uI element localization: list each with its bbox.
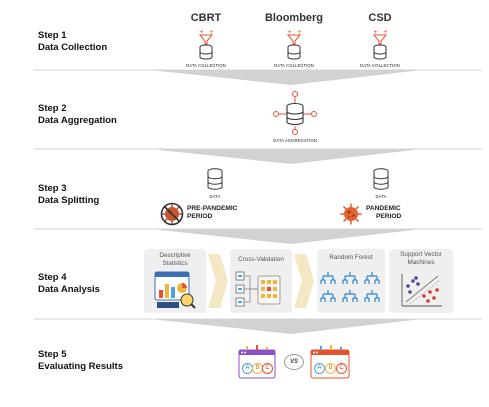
svg-text:+: + xyxy=(199,29,204,36)
method-crossval-line1: Cross-Validation xyxy=(238,256,284,263)
flow-arrow-3 xyxy=(150,229,422,244)
left-letter-c: C xyxy=(262,363,273,374)
virus-icon xyxy=(340,203,362,225)
funnel-database-icon: + + xyxy=(286,29,302,60)
database-icon xyxy=(373,168,389,190)
chevron-2 xyxy=(294,254,314,308)
statistics-chart-icon xyxy=(154,271,196,309)
svg-text:+: + xyxy=(297,29,302,36)
step-3-label: Step 3 xyxy=(38,183,67,194)
method-descriptive-label: Descriptive Statistics xyxy=(144,252,206,267)
aggregation-caption: DATA AGGREGATION xyxy=(273,138,317,143)
step-1-label: Step 1 xyxy=(38,30,67,41)
split-left-caption: DATA xyxy=(209,194,221,199)
versus-label: VS xyxy=(289,359,298,365)
method-rf-line1: Random Forest xyxy=(329,254,373,261)
step-1-title: Data Collection xyxy=(38,42,108,53)
funnel-database-icon: + + xyxy=(198,29,214,60)
svg-text:+: + xyxy=(373,29,378,36)
result-right-window: A B C xyxy=(310,345,350,381)
source-csd-name: CSD xyxy=(368,12,392,24)
pre-pandemic-line1: PRE-PANDEMIC xyxy=(187,205,238,212)
step-2-label: Step 2 xyxy=(38,103,67,114)
pandemic-label: PANDEMIC PERIOD xyxy=(366,205,401,221)
funnel-database-icon: + + xyxy=(372,29,388,60)
step-5-label: Step 5 xyxy=(38,349,67,360)
method-svm-line2: Machines xyxy=(407,258,435,266)
versus-badge: VS xyxy=(284,354,304,370)
virus-crossed-icon xyxy=(160,202,184,226)
pre-pandemic-label: PRE-PANDEMIC PERIOD xyxy=(187,205,237,221)
source-bloomberg-name: Bloomberg xyxy=(264,12,324,24)
card-random-forest xyxy=(317,249,385,313)
method-crossval-label: Cross-Validation xyxy=(226,256,296,264)
pandemic-line2: PERIOD xyxy=(376,213,402,220)
step-1-heading: Step 1 Data Collection xyxy=(38,30,107,54)
cross-validation-icon xyxy=(235,271,281,307)
decision-tree-icon xyxy=(320,272,380,302)
aggregation-database-icon xyxy=(273,91,317,135)
step-2-title: Data Aggregation xyxy=(38,115,117,126)
step-3-heading: Step 3 Data Splitting xyxy=(38,183,99,207)
svg-text:+: + xyxy=(383,29,388,36)
database-icon xyxy=(207,168,223,190)
step-4-label: Step 4 xyxy=(38,272,67,283)
step-5-title: Evaluating Results xyxy=(38,361,123,372)
right-letter-b: B xyxy=(325,363,336,374)
card-svm xyxy=(389,249,453,313)
step-4-heading: Step 4 Data Analysis xyxy=(38,272,100,296)
method-svm-line1: Support Vector xyxy=(400,251,442,258)
flow-arrow-4 xyxy=(150,319,422,334)
step-5-heading: Step 5 Evaluating Results xyxy=(38,349,123,373)
svg-text:+: + xyxy=(209,29,214,36)
method-descriptive-line2: Statistics xyxy=(162,259,188,267)
method-rf-label: Random Forest xyxy=(317,254,385,262)
source-csd-caption: DATA COLLECTION xyxy=(360,63,400,68)
step-3-title: Data Splitting xyxy=(38,195,100,206)
chevron-1 xyxy=(208,254,228,308)
method-descriptive-line1: Descriptive xyxy=(159,252,191,259)
pre-pandemic-line2: PERIOD xyxy=(187,213,213,220)
result-left-window: A B C xyxy=(238,345,276,381)
pandemic-line1: PANDEMIC xyxy=(366,205,401,212)
right-letter-c: C xyxy=(336,363,347,374)
source-cbrt-name: CBRT xyxy=(190,12,222,24)
step-4-title: Data Analysis xyxy=(38,284,100,295)
svg-text:+: + xyxy=(287,29,292,36)
flow-arrow-1 xyxy=(150,70,422,85)
source-bloomberg-caption: DATA COLLECTION xyxy=(274,63,314,68)
method-svm-label: Support Vector Machines xyxy=(389,251,453,266)
split-right-caption: DATA xyxy=(375,194,387,199)
flow-arrow-2 xyxy=(150,149,422,164)
source-cbrt-caption: DATA COLLECTION xyxy=(186,63,226,68)
step-2-heading: Step 2 Data Aggregation xyxy=(38,103,117,127)
right-letter-a: A xyxy=(314,363,325,374)
scatter-plot-icon xyxy=(401,274,442,307)
